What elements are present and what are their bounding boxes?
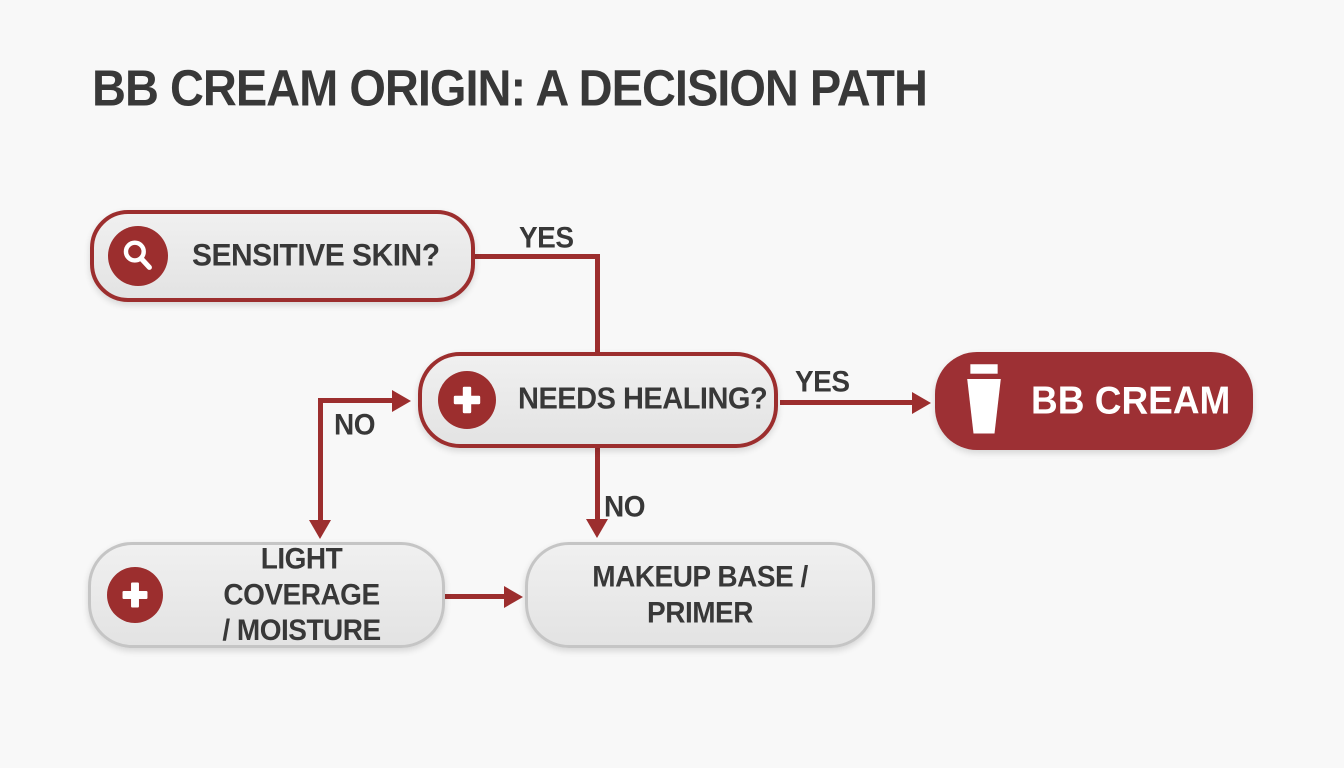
edge-no-left-vline <box>318 398 323 520</box>
node-label: NEEDS HEALING? <box>518 382 768 417</box>
node-light-coverage: LIGHT COVERAGE / MOISTURE <box>88 542 445 648</box>
node-label: BB CREAM <box>1031 379 1231 423</box>
edge-label-no-2: NO <box>604 490 646 523</box>
edge-label-no-1: NO <box>334 408 376 441</box>
medical-cross-icon <box>107 567 163 623</box>
edge-no-left-hline <box>318 398 392 403</box>
edge-healing-no-line <box>595 448 600 520</box>
node-makeup-base-primer: MAKEUP BASE / PRIMER <box>525 542 875 648</box>
edge-sensitive-yes-vline <box>595 254 600 354</box>
edge-healing-yes-line <box>780 400 912 405</box>
edge-label-yes-1: YES <box>519 221 574 254</box>
node-label: SENSITIVE SKIN? <box>192 237 440 273</box>
magnifier-icon <box>108 226 168 286</box>
node-label-line1: MAKEUP BASE / <box>592 560 808 593</box>
cream-tube-icon <box>963 364 1005 438</box>
node-needs-healing: NEEDS HEALING? <box>418 352 778 448</box>
page-title: BB CREAM ORIGIN: A DECISION PATH <box>92 59 928 117</box>
node-sensitive-skin: SENSITIVE SKIN? <box>90 210 475 302</box>
node-label-line2: PRIMER <box>647 596 753 629</box>
edge-healing-no-arrowhead <box>586 519 608 538</box>
node-label: MAKEUP BASE / PRIMER <box>592 559 808 631</box>
node-label: LIGHT COVERAGE / MOISTURE <box>183 541 442 649</box>
edge-lightcov-to-makeup-line <box>445 594 505 599</box>
edge-sensitive-yes-hline <box>473 254 600 259</box>
medical-cross-icon <box>438 371 496 429</box>
edge-no-left-arrowhead-down <box>309 520 331 539</box>
node-label-line1: LIGHT COVERAGE <box>223 542 380 611</box>
edge-no-left-arrowhead-right <box>392 390 411 412</box>
node-bb-cream: BB CREAM <box>935 352 1253 450</box>
edge-label-yes-2: YES <box>795 365 850 398</box>
edge-healing-yes-arrowhead <box>912 392 931 414</box>
edge-lightcov-to-makeup-arrowhead <box>504 586 523 608</box>
node-label-line2: / MOISTURE <box>222 613 381 647</box>
